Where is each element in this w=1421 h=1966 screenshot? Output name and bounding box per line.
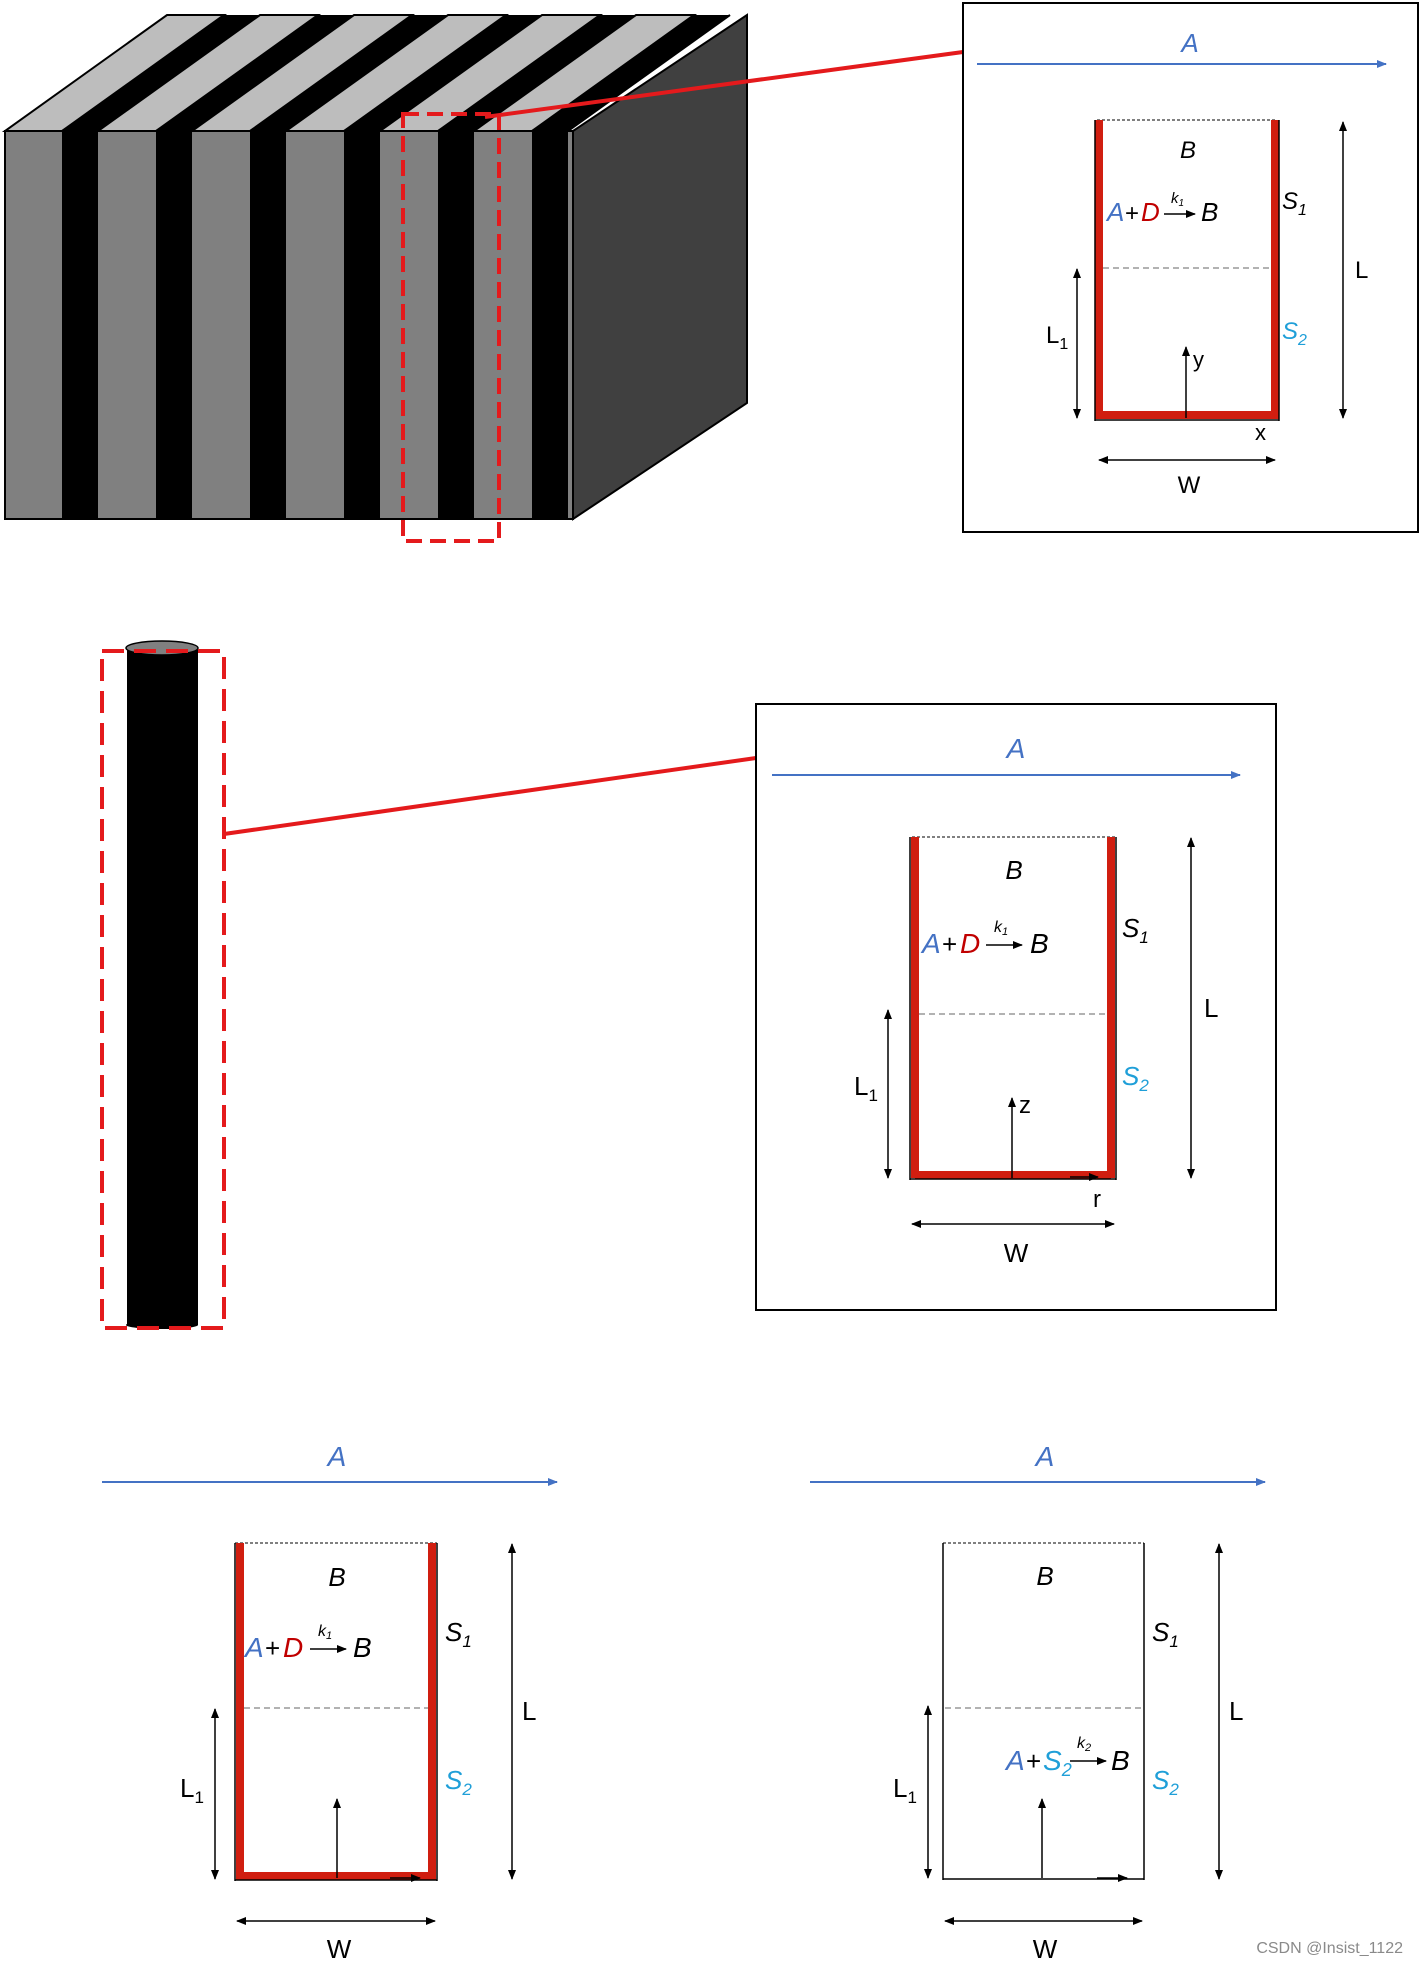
flow-label: A <box>1179 28 1198 58</box>
surface-s2: S2 <box>445 1765 472 1799</box>
rate-k: k1 <box>994 919 1008 938</box>
l1-label: L1 <box>854 1071 878 1105</box>
rate-k: k2 <box>1077 1735 1091 1754</box>
axis-horizontal-label: r <box>1093 1186 1101 1213</box>
flow-label: A <box>1034 1441 1055 1472</box>
bulk-label: B <box>1036 1561 1053 1591</box>
cylinder-leader-line <box>223 756 757 836</box>
axis-vertical-label: z <box>1019 1092 1031 1119</box>
surface-s2: S2 <box>1122 1061 1149 1095</box>
reaction-plus: + <box>265 1633 280 1663</box>
length-label: L <box>1204 993 1218 1023</box>
reaction-D: D <box>960 928 980 959</box>
surface-s1: S1 <box>1122 913 1149 947</box>
l1-label: L1 <box>893 1773 917 1807</box>
cylinder-electrode <box>125 640 199 1329</box>
bottom-left-pore-panel: A B A + D k1 B S1 S2 L L1 W <box>102 1441 558 1964</box>
surface-s1: S1 <box>1282 188 1307 219</box>
reaction-A: A <box>1004 1745 1025 1776</box>
l1-label: L1 <box>180 1773 204 1807</box>
rate-k: k1 <box>318 1623 332 1642</box>
l1-label: L1 <box>1046 322 1068 353</box>
bottom-right-pore-panel: A B A + S2 k2 B S1 S2 L L1 W <box>810 1441 1266 1964</box>
surface-s1: S1 <box>1152 1617 1179 1651</box>
reaction-plus: + <box>1125 200 1139 227</box>
surface-s2: S2 <box>1152 1765 1179 1799</box>
reaction-D: D <box>283 1632 303 1663</box>
width-label: W <box>1178 472 1201 499</box>
reaction-product: B <box>1030 928 1049 959</box>
cylinder-zoom-panel: A B A + D k1 B S1 S2 L L1 z r W <box>755 703 1277 1311</box>
bulk-label: B <box>1180 137 1196 164</box>
width-label: W <box>327 1934 352 1964</box>
reaction-product: B <box>1111 1745 1130 1776</box>
bulk-label: B <box>328 1562 345 1592</box>
reaction-plus: + <box>1026 1746 1041 1776</box>
axis-vertical-label: y <box>1193 347 1204 372</box>
width-label: W <box>1033 1934 1058 1964</box>
length-label: L <box>1355 257 1368 284</box>
surface-s2: S2 <box>1282 318 1307 349</box>
reaction-S2: S2 <box>1043 1745 1072 1780</box>
planar-electrode-block <box>1 13 748 521</box>
reaction-plus: + <box>942 929 957 959</box>
reaction-A: A <box>920 928 941 959</box>
length-label: L <box>522 1696 536 1726</box>
reaction-product: B <box>1201 197 1218 227</box>
width-label: W <box>1004 1238 1029 1268</box>
planar-selection-box <box>401 112 501 543</box>
flow-label: A <box>326 1441 347 1472</box>
reaction-A: A <box>1105 197 1124 227</box>
axis-horizontal-label: x <box>1255 420 1266 445</box>
length-label: L <box>1229 1696 1243 1726</box>
flow-label: A <box>1005 733 1026 764</box>
watermark: CSDN @Insist_1122 <box>1256 1940 1403 1957</box>
rate-k: k1 <box>1171 190 1184 209</box>
reaction-D: D <box>1141 197 1160 227</box>
planar-zoom-panel: A B A + D k1 B S1 S2 L L1 y x W <box>962 2 1419 533</box>
reaction-A: A <box>243 1632 264 1663</box>
cylinder-selection-box <box>100 649 226 1330</box>
reaction-product: B <box>353 1632 372 1663</box>
surface-s1: S1 <box>445 1617 472 1651</box>
planar-leader-line <box>484 50 964 119</box>
bulk-label: B <box>1005 855 1022 885</box>
